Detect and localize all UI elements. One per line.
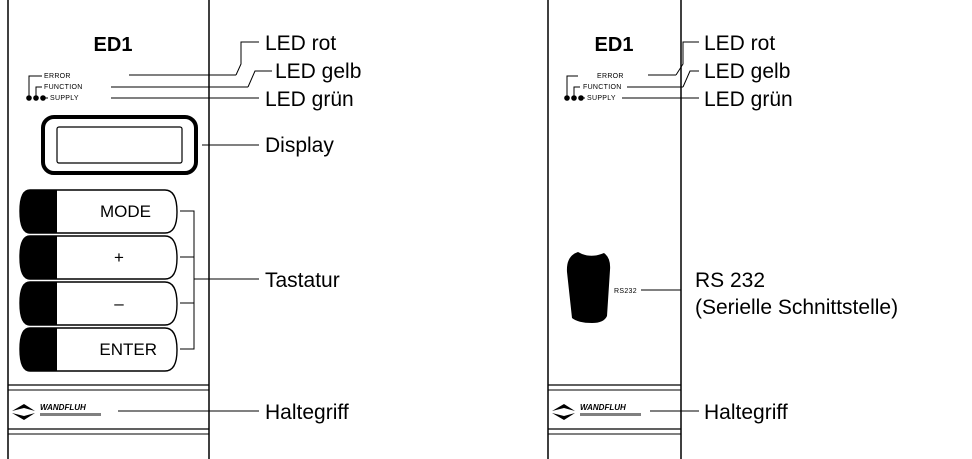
led-dot-icon — [33, 95, 39, 101]
callout-handle: Haltegriff — [265, 401, 349, 424]
led-label-supply: SUPPLY — [50, 95, 79, 102]
key-enter-label: ENTER — [99, 340, 157, 359]
left-callout-lines — [111, 41, 272, 412]
callout-display: Display — [265, 134, 334, 157]
left-handle: WANDFLUH — [8, 384, 209, 435]
rs232-port-icon — [566, 252, 611, 323]
left-brand-text: WANDFLUH — [40, 403, 86, 412]
right-panel: ED1 ERROR FUNCTION SUPPLY RS232 — [547, 0, 898, 459]
callout-handle-right: Haltegriff — [704, 401, 788, 424]
led-label-error: ERROR — [44, 73, 71, 80]
led-label-supply: SUPPLY — [587, 95, 616, 102]
key-mode[interactable]: MODE — [19, 189, 178, 234]
callout-led-yellow: LED gelb — [275, 60, 361, 83]
callout-keypad: Tastatur — [265, 269, 340, 292]
led-dot-icon — [578, 95, 584, 101]
led-dot-icon — [571, 95, 577, 101]
left-panel-title: ED1 — [94, 34, 133, 56]
led-label-function: FUNCTION — [583, 84, 622, 91]
wandfluh-logo-icon — [12, 404, 35, 420]
display-screen — [56, 126, 183, 164]
callout-led-red: LED rot — [265, 32, 336, 55]
callout-led-red-right: LED rot — [704, 32, 775, 55]
left-panel: ED1 ERROR FUNCTION SUPPLY MODE + — [7, 0, 361, 459]
callout-rs232: RS 232 — [695, 269, 765, 292]
callout-led-yellow-right: LED gelb — [704, 60, 790, 83]
key-mode-label: MODE — [100, 202, 151, 221]
led-label-error: ERROR — [597, 73, 624, 80]
callout-led-green: LED grün — [265, 88, 354, 111]
left-led-group: ERROR FUNCTION SUPPLY — [26, 73, 82, 102]
right-handle: WANDFLUH — [548, 384, 681, 435]
display-frame — [41, 115, 198, 175]
rs232-port-label: RS232 — [614, 288, 637, 295]
right-led-group: ERROR FUNCTION SUPPLY — [564, 73, 624, 102]
led-dot-icon — [40, 95, 46, 101]
callout-led-green-right: LED grün — [704, 88, 793, 111]
right-brand-text: WANDFLUH — [580, 403, 626, 412]
key-enter[interactable]: ENTER — [19, 327, 178, 372]
right-panel-title: ED1 — [595, 34, 634, 56]
key-plus[interactable]: + — [19, 235, 178, 280]
led-label-function: FUNCTION — [44, 84, 83, 91]
key-minus-label: – — [114, 294, 124, 313]
right-callout-lines — [622, 41, 699, 412]
key-plus-label: + — [114, 248, 124, 267]
led-dot-icon — [564, 95, 570, 101]
led-dot-icon — [26, 95, 32, 101]
callout-rs232-desc: (Serielle Schnittstelle) — [695, 296, 898, 319]
wandfluh-logo-icon — [552, 404, 575, 420]
key-minus[interactable]: – — [19, 281, 178, 326]
